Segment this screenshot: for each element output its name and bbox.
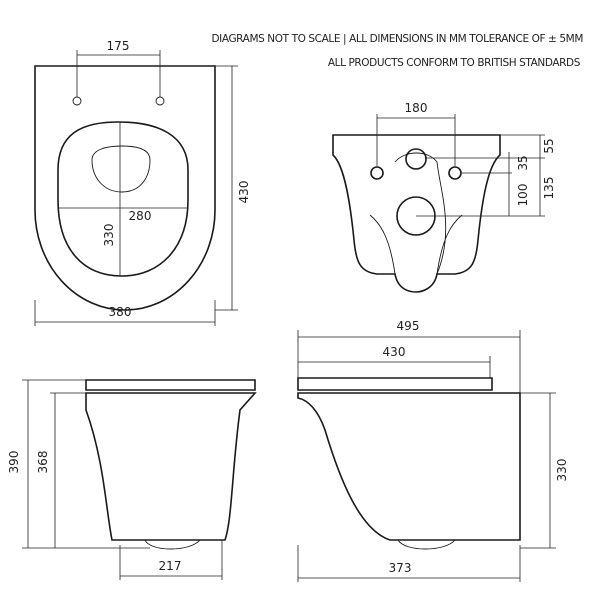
front-view: 390 368 217 [7, 379, 257, 580]
label-330: 330 [555, 459, 569, 482]
plan-view: 175 430 280 330 380 [34, 39, 251, 326]
water-inlet [405, 148, 427, 170]
dim-495 [297, 330, 521, 393]
label-430: 430 [237, 181, 251, 204]
fixing-hole-right [155, 96, 165, 106]
outlet-spigot [397, 539, 456, 550]
outlet-spigot [144, 539, 201, 550]
label-368: 368 [36, 451, 50, 474]
fixing-hole-right [448, 166, 462, 180]
rear-outline [332, 134, 501, 293]
profile-view: 495 430 330 373 [297, 319, 569, 582]
label-100: 100 [516, 184, 530, 207]
dim-180 [376, 114, 456, 166]
fixing-hole-left [72, 96, 82, 106]
label-55: 55 [542, 138, 556, 153]
dim-vertical [416, 134, 545, 217]
plan-outline [34, 65, 216, 311]
dim-430 [298, 356, 491, 378]
dim-330 [520, 392, 556, 549]
dim-175 [76, 50, 161, 97]
dim-380 [34, 300, 216, 326]
label-380: 380 [109, 305, 132, 319]
label-280: 280 [129, 209, 152, 223]
label-330: 330 [102, 224, 116, 247]
rear-view: 180 55 135 35 100 [332, 101, 556, 293]
pan-body [297, 392, 521, 541]
bowl-opening [91, 145, 151, 193]
label-35: 35 [516, 155, 530, 170]
rear-inner-lines [369, 152, 463, 275]
note-standards: ALL PRODUCTS CONFORM TO BRITISH STANDARD… [328, 57, 581, 69]
note-tolerance: DIAGRAMS NOT TO SCALE | ALL DIMENSIONS I… [211, 33, 583, 45]
seat-outline [57, 121, 189, 277]
seat-lid [85, 379, 256, 391]
dim-217 [119, 540, 223, 580]
dim-373 [297, 545, 521, 582]
label-135: 135 [542, 177, 556, 200]
label-495: 495 [397, 319, 420, 333]
label-430: 430 [383, 345, 406, 359]
pan-body [85, 392, 257, 541]
seat-lid [297, 377, 493, 391]
dim-heights [22, 379, 150, 549]
label-390: 390 [7, 451, 21, 474]
fixing-hole-left [370, 166, 384, 180]
label-217: 217 [159, 559, 182, 573]
dim-430 [215, 65, 238, 311]
label-373: 373 [389, 561, 412, 575]
label-175: 175 [107, 39, 130, 53]
label-180: 180 [405, 101, 428, 115]
